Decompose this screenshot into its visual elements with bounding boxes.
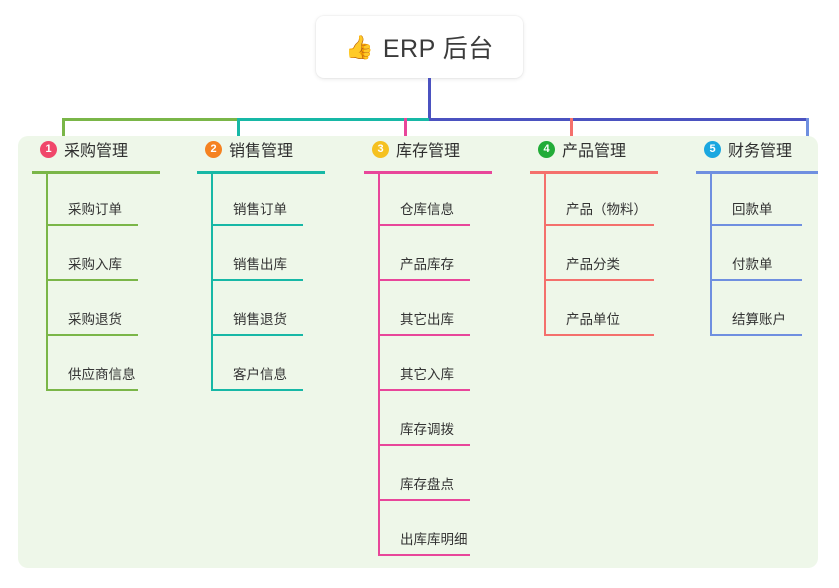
list-item-label: 客户信息 [233, 367, 287, 382]
list-item-rule [378, 224, 470, 226]
column-header-rule-4 [530, 171, 658, 174]
list-item-rule [211, 224, 303, 226]
column-drop-connector-4 [570, 118, 573, 145]
column-header-2[interactable]: 2 销售管理 [183, 136, 343, 162]
column-badge-1: 1 [40, 140, 57, 158]
list-item-label: 仓库信息 [400, 202, 454, 217]
column-spine-2 [211, 171, 213, 391]
list-item-label: 产品库存 [400, 257, 454, 272]
column-header-rule-2 [197, 171, 325, 174]
list-item-label: 出库库明细 [400, 532, 468, 547]
column-drop-connector-3 [404, 118, 407, 145]
column-drop-connector-5 [806, 118, 809, 145]
list-item-rule [710, 279, 802, 281]
column-spine-5 [710, 171, 712, 336]
list-item-label: 产品单位 [566, 312, 620, 327]
column-header-rule-5 [696, 171, 818, 174]
list-item-label: 付款单 [732, 257, 773, 272]
list-item-label: 其它出库 [400, 312, 454, 327]
list-item-rule [710, 334, 802, 336]
list-item-label: 库存调拨 [400, 422, 454, 437]
column-title-2: 销售管理 [229, 143, 294, 160]
module-column-1: 1 采购管理采购订单采购入库采购退货供应商信息 [18, 136, 178, 391]
list-item-rule [211, 334, 303, 336]
list-item-rule [544, 224, 654, 226]
list-item-label: 供应商信息 [68, 367, 136, 382]
list-item-rule [378, 499, 470, 501]
list-item-label: 回款单 [732, 202, 773, 217]
list-item-label: 采购订单 [68, 202, 122, 217]
bus-blue [429, 118, 806, 121]
list-item-label: 销售出库 [233, 257, 287, 272]
list-item-label: 结算账户 [732, 312, 786, 327]
column-drop-connector-1 [62, 118, 65, 145]
bus-green [62, 118, 237, 121]
modules-panel: 1 采购管理采购订单采购入库采购退货供应商信息 2 销售管理销售订单销售出库销售退货客… [18, 136, 818, 568]
column-spine-1 [46, 171, 48, 391]
column-title-1: 采购管理 [64, 143, 129, 160]
column-header-5[interactable]: 5 财务管理 [682, 136, 818, 162]
root-title: ERP 后台 [382, 35, 494, 63]
list-item-rule [378, 334, 470, 336]
list-item-rule [46, 224, 138, 226]
list-item-rule [544, 334, 654, 336]
list-item-label: 销售退货 [233, 312, 287, 327]
column-header-3[interactable]: 3 库存管理 [350, 136, 515, 162]
list-item-label: 产品（物料） [566, 202, 647, 217]
column-title-4: 产品管理 [562, 143, 627, 160]
list-item-rule [378, 554, 470, 556]
column-title-5: 财务管理 [728, 143, 793, 160]
column-badge-4: 4 [538, 140, 555, 158]
column-spine-4 [544, 171, 546, 336]
list-item-label: 库存盘点 [400, 477, 454, 492]
module-column-4: 4 产品管理产品（物料） 产品分类产品单位 [516, 136, 681, 336]
list-item-rule [544, 279, 654, 281]
list-item-label: 销售订单 [233, 202, 287, 217]
list-item-rule [378, 444, 470, 446]
root-trunk-connector [428, 78, 431, 119]
column-header-rule-3 [364, 171, 492, 174]
list-item-rule [378, 279, 470, 281]
thumbs-up-emoji: 👍 [345, 33, 374, 60]
column-header-1[interactable]: 1 采购管理 [18, 136, 178, 162]
list-item-rule [710, 224, 802, 226]
list-item-rule [378, 389, 470, 391]
bus-teal [237, 118, 429, 121]
module-column-2: 2 销售管理销售订单销售出库销售退货客户信息 [183, 136, 343, 391]
column-badge-5: 5 [704, 140, 721, 158]
module-column-5: 5 财务管理回款单付款单结算账户 [682, 136, 818, 336]
column-badge-3: 3 [372, 140, 389, 158]
list-item-rule [211, 389, 303, 391]
root-node[interactable]: 👍 ERP 后台 [316, 16, 523, 78]
column-drop-connector-2 [237, 118, 240, 145]
list-item-rule [46, 334, 138, 336]
list-item-label: 采购入库 [68, 257, 122, 272]
list-item-label: 产品分类 [566, 257, 620, 272]
column-spine-3 [378, 171, 380, 556]
column-header-rule-1 [32, 171, 160, 174]
column-badge-2: 2 [205, 140, 222, 158]
list-item-rule [46, 279, 138, 281]
column-header-4[interactable]: 4 产品管理 [516, 136, 681, 162]
module-column-3: 3 库存管理仓库信息产品库存其它出库其它入库库存调拨库存盘点出库库明细 [350, 136, 515, 556]
list-item-label: 其它入库 [400, 367, 454, 382]
column-title-3: 库存管理 [396, 143, 461, 160]
list-item-label: 采购退货 [68, 312, 122, 327]
list-item-rule [46, 389, 138, 391]
list-item-rule [211, 279, 303, 281]
